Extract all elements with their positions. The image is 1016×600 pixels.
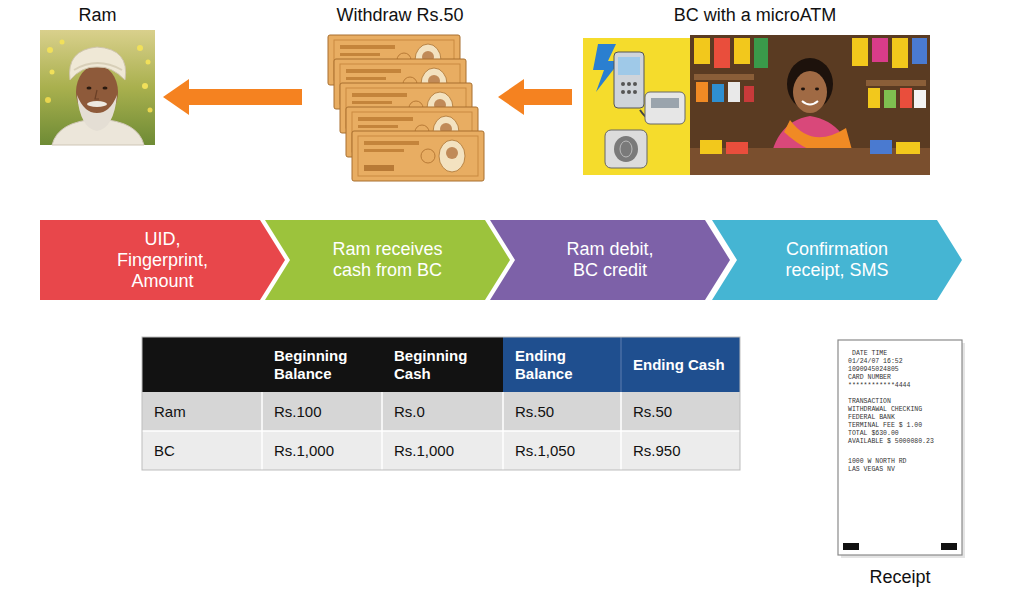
- step-label: Confirmation receipt, SMS: [774, 239, 900, 281]
- receipt-paper: [838, 340, 965, 558]
- receipt-box: ReceiptDATE TIME01/24/07 16:521090945024…: [838, 340, 962, 555]
- column-header: Ending Balance: [515, 347, 611, 383]
- flow-arrow: [524, 89, 572, 105]
- agent-box: BC with a microATM: [580, 4, 930, 176]
- table-value: BC: [154, 442, 175, 460]
- table-cell: Rs.50: [621, 392, 740, 431]
- table-cell: Beginning Cash: [382, 337, 503, 392]
- microatm-device-photo: [583, 38, 690, 175]
- receipt-line: 1090945024805: [848, 366, 899, 374]
- receipt-line: ************4444: [848, 382, 910, 390]
- table-value: Rs.1,000: [274, 442, 334, 460]
- receipt-line: TOTAL $630.00: [848, 430, 899, 438]
- receipt-line: CARD NUMBER: [848, 374, 891, 382]
- receipt-line: TRANSACTION: [848, 398, 891, 406]
- picture-heading: BC with a microATM: [580, 4, 930, 26]
- table-value: Rs.50: [515, 403, 554, 421]
- table-cell: Rs.1,000: [382, 431, 503, 470]
- receipt-line: 01/24/07 16:52: [848, 358, 903, 366]
- column-header: Beginning Cash: [394, 347, 493, 383]
- agent-shop-photo: [690, 35, 930, 175]
- step-label: Ram receives cash from BC: [322, 239, 454, 281]
- process-chevron: UID, Fingerprint, Amount: [40, 220, 285, 300]
- column-header: Ending Cash: [633, 356, 725, 374]
- receipt-line: WITHDRAWAL CHECKING: [848, 406, 922, 414]
- table-value: Rs.950: [633, 442, 681, 460]
- table-value: Rs.1,000: [394, 442, 454, 460]
- picture-heading: Ram: [40, 4, 155, 26]
- farmer-photo: [40, 30, 155, 145]
- table-cell: Ending Balance: [503, 337, 621, 392]
- banknote-box: Withdraw Rs.50: [310, 4, 490, 182]
- receipt-line: LAS VEGAS NV: [848, 466, 895, 474]
- table-value: Rs.0: [394, 403, 425, 421]
- process-chevron: Confirmation receipt, SMS: [712, 220, 962, 300]
- table-grid: [142, 337, 740, 470]
- step-label: UID, Fingerprint, Amount: [103, 229, 223, 292]
- picture-heading: Withdraw Rs.50: [310, 4, 490, 26]
- table-cell: Ram: [142, 392, 262, 431]
- table-cell: Beginning Balance: [262, 337, 382, 392]
- table-cell: Rs.0: [382, 392, 503, 431]
- table-cell: Rs.50: [503, 392, 621, 431]
- table-value: Rs.1,050: [515, 442, 575, 460]
- table-cell: Rs.950: [621, 431, 740, 470]
- table-value: Ram: [154, 403, 186, 421]
- step-label: Ram debit, BC credit: [558, 239, 662, 281]
- photo-caption-box: Ram: [40, 4, 155, 145]
- table-value: Rs.100: [274, 403, 322, 421]
- flow-arrow: [189, 89, 302, 105]
- receipt-line: FEDERAL BANK: [848, 414, 895, 422]
- table-cell: Rs.1,000: [262, 431, 382, 470]
- table-cell: Ending Cash: [621, 337, 740, 392]
- table-cell: Rs.1,050: [503, 431, 621, 470]
- receipt-line: AVAILABLE $ 5000080.23: [848, 438, 934, 446]
- receipt-line: DATE TIME: [852, 350, 887, 358]
- receipt-caption: Receipt: [838, 566, 962, 588]
- receipt-line: TERMINAL FEE $ 1.00: [848, 422, 922, 430]
- column-header: Beginning Balance: [274, 347, 372, 383]
- receipt-line: 1000 W NORTH RD: [848, 458, 907, 466]
- process-chevron: Ram debit, BC credit: [490, 220, 730, 300]
- banknote-stack: [328, 35, 484, 181]
- table-value: Rs.50: [633, 403, 672, 421]
- table-cell: BC: [142, 431, 262, 470]
- table-cell: Rs.100: [262, 392, 382, 431]
- process-chevron: Ram receives cash from BC: [265, 220, 510, 300]
